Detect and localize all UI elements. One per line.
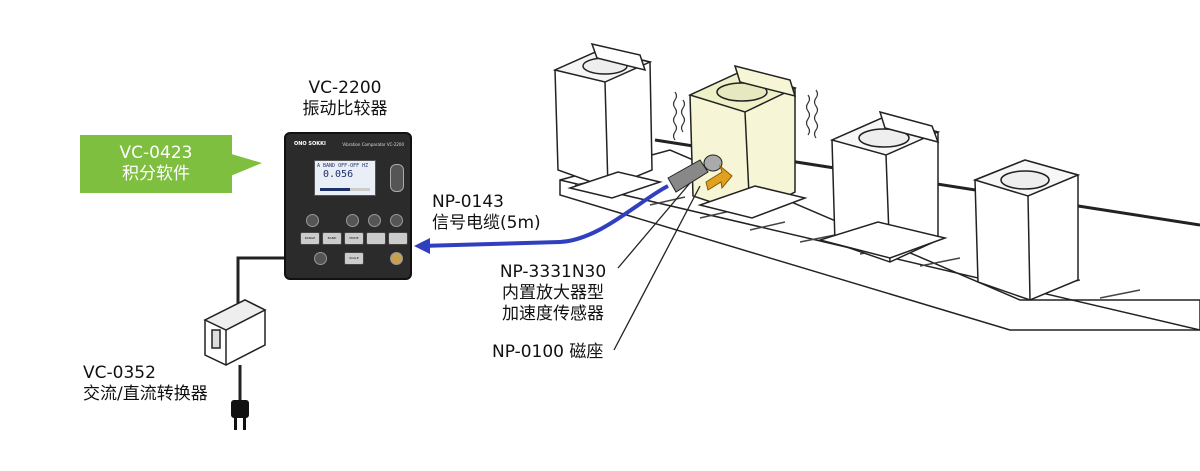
sensor-line1: 内置放大器型	[502, 283, 604, 303]
band-button[interactable]: BAND	[322, 232, 342, 245]
controller-label: VC-2200 振动比较器	[290, 78, 400, 120]
ac-dc-adapter	[203, 299, 267, 400]
start-button[interactable]	[390, 252, 403, 265]
cable-name: 信号电缆(5m)	[432, 213, 541, 233]
plug-icon	[231, 400, 249, 430]
sensor-model: NP-3331N30	[499, 262, 607, 282]
mode-button[interactable]: MODE	[344, 232, 364, 245]
reset-button[interactable]	[306, 214, 319, 227]
sensor-line2: 加速度传感器	[502, 304, 604, 324]
cable-model: NP-0143	[432, 192, 504, 212]
func-button[interactable]	[346, 214, 359, 227]
accelerometer-sensor	[667, 154, 723, 193]
adapter-model: VC-0352	[83, 363, 156, 383]
input-connector	[314, 252, 327, 265]
controller-name: 振动比较器	[302, 99, 388, 119]
software-name: 积分软件	[122, 164, 190, 184]
display-value: 0.056	[323, 169, 354, 180]
display-mode-line: A BAND OFF-OFF HZ	[317, 163, 369, 169]
leader-lines	[613, 182, 701, 351]
compare-button[interactable]	[366, 232, 386, 245]
adapter-name: 交流/直流转换器	[83, 384, 208, 404]
vibration-lines-icon	[672, 89, 819, 141]
arrow-icon	[705, 164, 733, 191]
cable-label: NP-0143 信号电缆(5m)	[432, 192, 541, 234]
signal-cable	[414, 184, 669, 254]
sensor-label: NP-3331N30 内置放大器型 加速度传感器	[478, 262, 628, 325]
device-brand: ONO SOKKI	[294, 141, 326, 147]
data-button[interactable]	[390, 214, 403, 227]
washing-machine-1	[552, 42, 663, 199]
vibration-comparator-device: ONO SOKKI Vibration Comparator VC-2200 A…	[284, 132, 412, 280]
device-display: A BAND OFF-OFF HZ 0.056	[314, 160, 376, 196]
adapter-label: VC-0352 交流/直流转换器	[83, 363, 208, 405]
result-button[interactable]	[388, 232, 408, 245]
washing-machine-highlighted	[687, 64, 808, 219]
magnet-label: NP-0100 磁座	[492, 342, 604, 362]
mode-key-button[interactable]	[368, 214, 381, 227]
scale-button[interactable]: SCALE	[344, 252, 364, 265]
washing-machine-4	[972, 159, 1081, 301]
select-knob[interactable]	[390, 164, 404, 192]
range-button[interactable]: RANGE	[300, 232, 320, 245]
washing-machine-3	[817, 110, 948, 263]
controller-model: VC-2200	[308, 78, 382, 98]
software-model: VC-0423	[119, 143, 193, 163]
display-level-bar	[320, 188, 370, 191]
software-tag: VC-0423 积分软件	[80, 135, 262, 193]
device-panel-title: Vibration Comparator VC-2200	[342, 142, 404, 147]
